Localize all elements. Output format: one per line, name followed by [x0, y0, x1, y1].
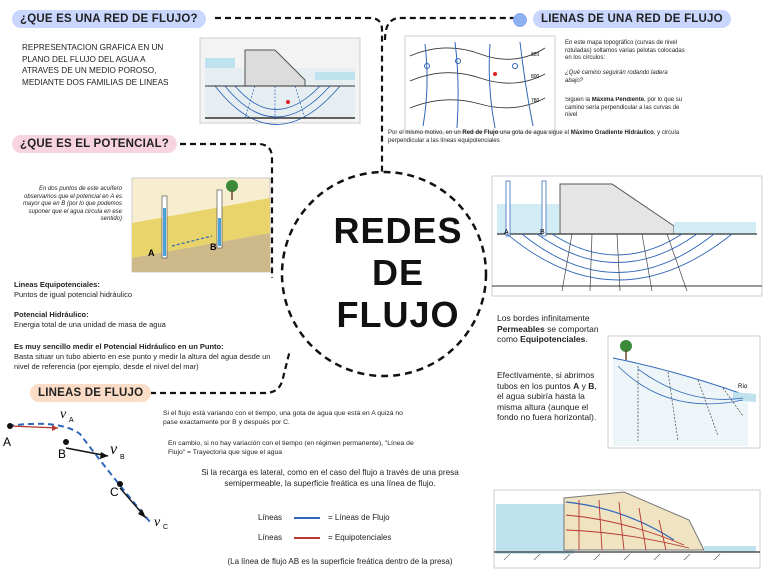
point-c: C [110, 485, 119, 499]
contour-800: 800 [531, 74, 540, 80]
topo-intro: En este mapa topográfico (curvas de nive… [565, 40, 685, 61]
topo-answer: Siguen la Máxima Pendiente, por lo que s… [565, 97, 683, 118]
aquifer-figure: A B [131, 177, 271, 273]
legend-value-equip: = Equipotenciales [328, 533, 392, 542]
dam-figure-top [199, 37, 361, 125]
velocity-c: v [154, 515, 161, 530]
potential-definition: Potencial Hidráulico:Energia total de un… [14, 310, 166, 329]
river-label: Río [738, 384, 748, 390]
measure-potential-text: Es muy sencillo medir el Potencial Hidrá… [14, 342, 271, 371]
velocity-c-sub: C [163, 524, 168, 531]
flujo-caption: (La línea de flujo AB es la superficie f… [227, 557, 453, 566]
river-slope-figure: Río [607, 335, 761, 449]
dam-label-a: A [504, 229, 509, 236]
center-title: REDES DE FLUJO [328, 210, 468, 336]
topo-question: ¿Qué camino seguirán rodando ladera abaj… [565, 70, 668, 84]
semipermeable-dam-figure [493, 489, 761, 569]
aquifer-text: En dos puntos de este acuífero observamo… [22, 186, 122, 222]
pill-potencial: ¿QUE ES EL POTENCIAL? [12, 135, 178, 153]
velocity-a: v [60, 407, 67, 422]
bordes-text-1: Los bordes infinitamente Permeables se c… [497, 313, 599, 344]
topo-caption: Por el mismo motivo, en un Red de Flujo … [388, 130, 680, 144]
bordes-text-2: Efectivamente, si abrimos tubos en los p… [497, 370, 597, 422]
aquifer-label-a: A [148, 248, 155, 258]
flujo-text-1: Si el flujo está variando con el tiempo,… [163, 410, 403, 426]
center-title-line-2: DE [371, 252, 424, 293]
flujo-text-3: Si la recarga es lateral, como en el cas… [201, 468, 459, 488]
flow-trajectory-figure: A B C v A v B v C [3, 407, 168, 531]
topo-map-figure: 820 800 780 [404, 35, 556, 133]
velocity-b: v [110, 441, 118, 458]
point-b: B [58, 447, 66, 461]
legend-swatch-equip [294, 537, 320, 539]
legend-label-equip: Líneas [258, 533, 283, 542]
center-title-line-1: REDES [333, 210, 463, 251]
legend-value-flow: = Líneas de Flujo [328, 513, 390, 522]
velocity-a-sub: A [69, 417, 74, 424]
legend-swatch-flow [294, 517, 320, 519]
dam-label-b: B [540, 229, 545, 236]
flujo-text-2: En cambio, si no hay variación con el ti… [168, 440, 414, 456]
equip-definition: Lineas Equipotenciales:Puntos de igual p… [14, 280, 132, 299]
pill-lineas-red: LIENAS DE UNA RED DE FLUJO [533, 10, 731, 28]
dam-figure-right: A B [491, 175, 763, 297]
point-a: A [3, 435, 11, 449]
center-title-line-3: FLUJO [336, 294, 460, 335]
velocity-b-sub: B [120, 454, 125, 461]
pill-red-de-flujo: ¿QUE ES UNA RED DE FLUJO? [12, 10, 206, 28]
legend-label-flow: Líneas [258, 513, 283, 522]
pill-lineas-flujo: LINEAS DE FLUJO [30, 384, 152, 402]
contour-820: 820 [531, 52, 540, 58]
contour-780: 780 [531, 98, 540, 104]
aquifer-label-b: B [210, 242, 217, 252]
red-definition-text: REPRESENTACION GRAFICA EN UN PLANO DEL F… [22, 43, 169, 87]
